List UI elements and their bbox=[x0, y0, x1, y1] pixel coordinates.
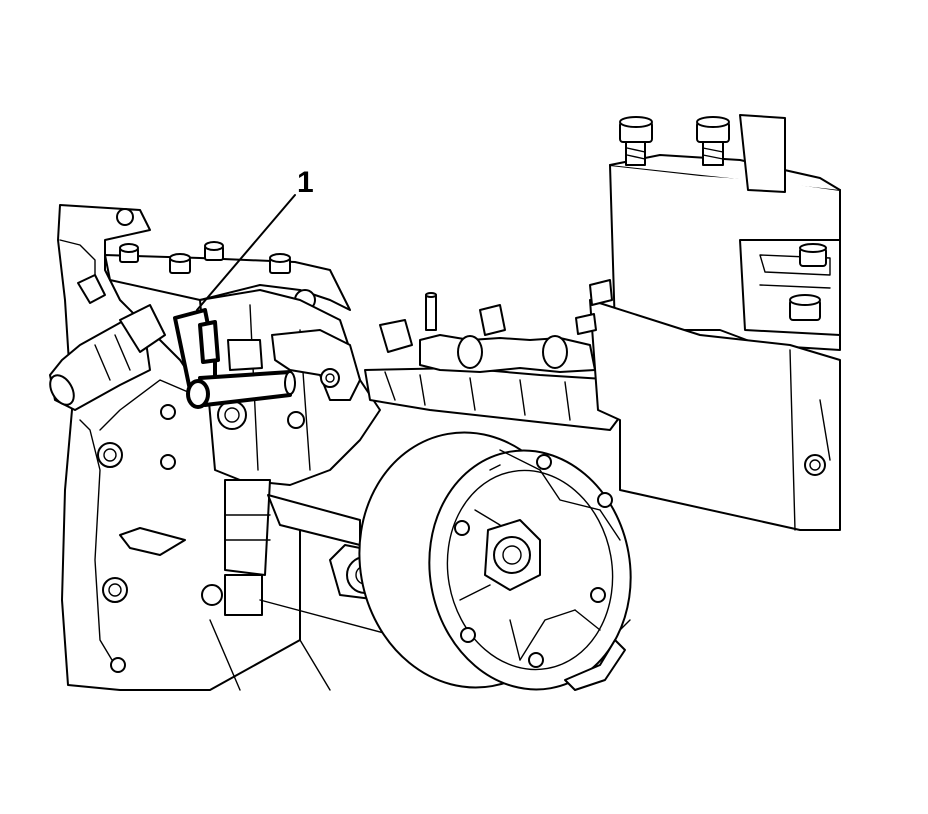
bolt bbox=[696, 116, 730, 166]
bolt bbox=[619, 116, 653, 166]
bolt-head bbox=[119, 243, 139, 263]
bolt bbox=[789, 294, 821, 321]
right-bracket bbox=[575, 114, 841, 531]
bolt bbox=[799, 243, 827, 267]
compressor-pulley bbox=[358, 431, 632, 691]
bolt-head bbox=[204, 241, 224, 261]
bolt-head bbox=[169, 253, 191, 274]
callout-1: 1 bbox=[196, 166, 314, 311]
cross-shaft bbox=[364, 292, 626, 431]
callout-number: 1 bbox=[297, 166, 314, 199]
side-sensor bbox=[49, 304, 166, 411]
upper-bracket bbox=[77, 241, 351, 328]
bolt-head bbox=[269, 253, 291, 274]
highlighted-sensor bbox=[173, 308, 296, 409]
lever-linkage bbox=[271, 329, 361, 401]
